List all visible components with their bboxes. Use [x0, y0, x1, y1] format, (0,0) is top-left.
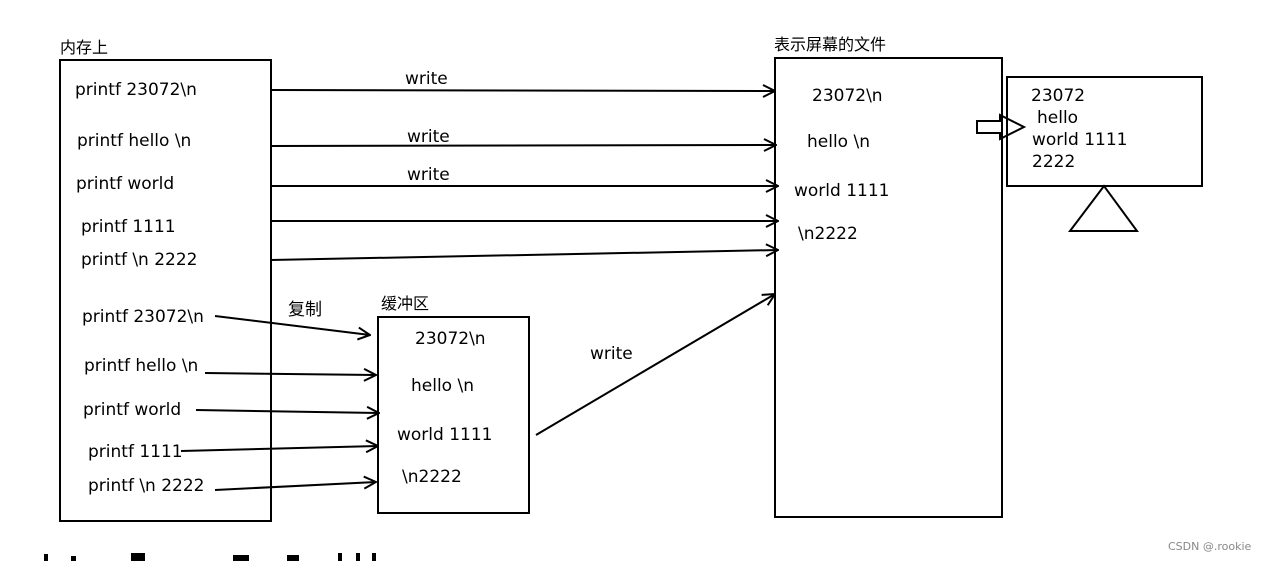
buffer-heading: 缓冲区 [381, 294, 430, 313]
arrow-copy-3 [195, 410, 379, 413]
buffer-line: hello \n [411, 376, 474, 396]
arrow-copy-4 [180, 446, 378, 451]
memory-line: printf 1111 [88, 442, 183, 462]
memory-line: printf 1111 [81, 217, 176, 237]
memory-line: printf \n 2222 [88, 476, 205, 496]
arrow-copy-2 [204, 373, 376, 375]
write-label: write [405, 69, 448, 89]
monitor-line: 2222 [1032, 152, 1076, 172]
arrow-copy-1 [214, 315, 370, 335]
monitor-line: world 1111 [1032, 130, 1128, 150]
write-label: write [407, 165, 450, 185]
buffer-line: \n2222 [402, 467, 462, 487]
buffer-box [377, 316, 530, 514]
hollow-arrow-icon [976, 113, 1027, 141]
screen-file-box [774, 57, 1003, 518]
write-label: write [407, 127, 450, 147]
memory-line: printf hello \n [84, 356, 199, 376]
buffer-line: 23072\n [415, 329, 486, 349]
cutoff-mark [71, 556, 76, 561]
cutoff-mark [233, 555, 249, 561]
cutoff-mark [44, 554, 48, 561]
monitor-box [1006, 76, 1203, 187]
memory-line: printf 23072\n [82, 307, 204, 327]
screen-file-line: \n2222 [798, 224, 858, 244]
memory-box [59, 59, 272, 522]
memory-line: printf \n 2222 [81, 250, 198, 270]
screen-file-line: world 1111 [794, 181, 890, 201]
arrow-write-2 [270, 145, 776, 146]
screen-file-heading: 表示屏幕的文件 [774, 35, 887, 54]
cutoff-mark [372, 553, 376, 561]
arrow-write-5 [270, 250, 778, 261]
arrow-copy-5 [214, 482, 376, 491]
cutoff-mark [131, 553, 145, 561]
write-label: write [590, 344, 633, 364]
cutoff-mark [356, 553, 360, 561]
monitor-stand-icon [1067, 184, 1139, 232]
arrow-buffer-write [535, 294, 775, 436]
monitor-line: hello [1037, 108, 1079, 128]
cutoff-mark [338, 553, 342, 561]
screen-file-line: hello \n [807, 132, 870, 152]
memory-line: printf world [76, 174, 175, 194]
cutoff-mark [287, 555, 299, 561]
arrow-write-1 [270, 90, 775, 91]
memory-line: printf world [83, 400, 182, 420]
watermark: CSDN @.rookie [1168, 540, 1252, 553]
monitor-line: 23072 [1031, 86, 1086, 106]
memory-line: printf 23072\n [75, 80, 197, 100]
screen-file-line: 23072\n [812, 86, 883, 106]
copy-label: 复制 [288, 300, 322, 320]
memory-line: printf hello \n [77, 131, 192, 151]
memory-heading: 内存上 [60, 38, 109, 57]
buffer-line: world 1111 [397, 425, 493, 445]
